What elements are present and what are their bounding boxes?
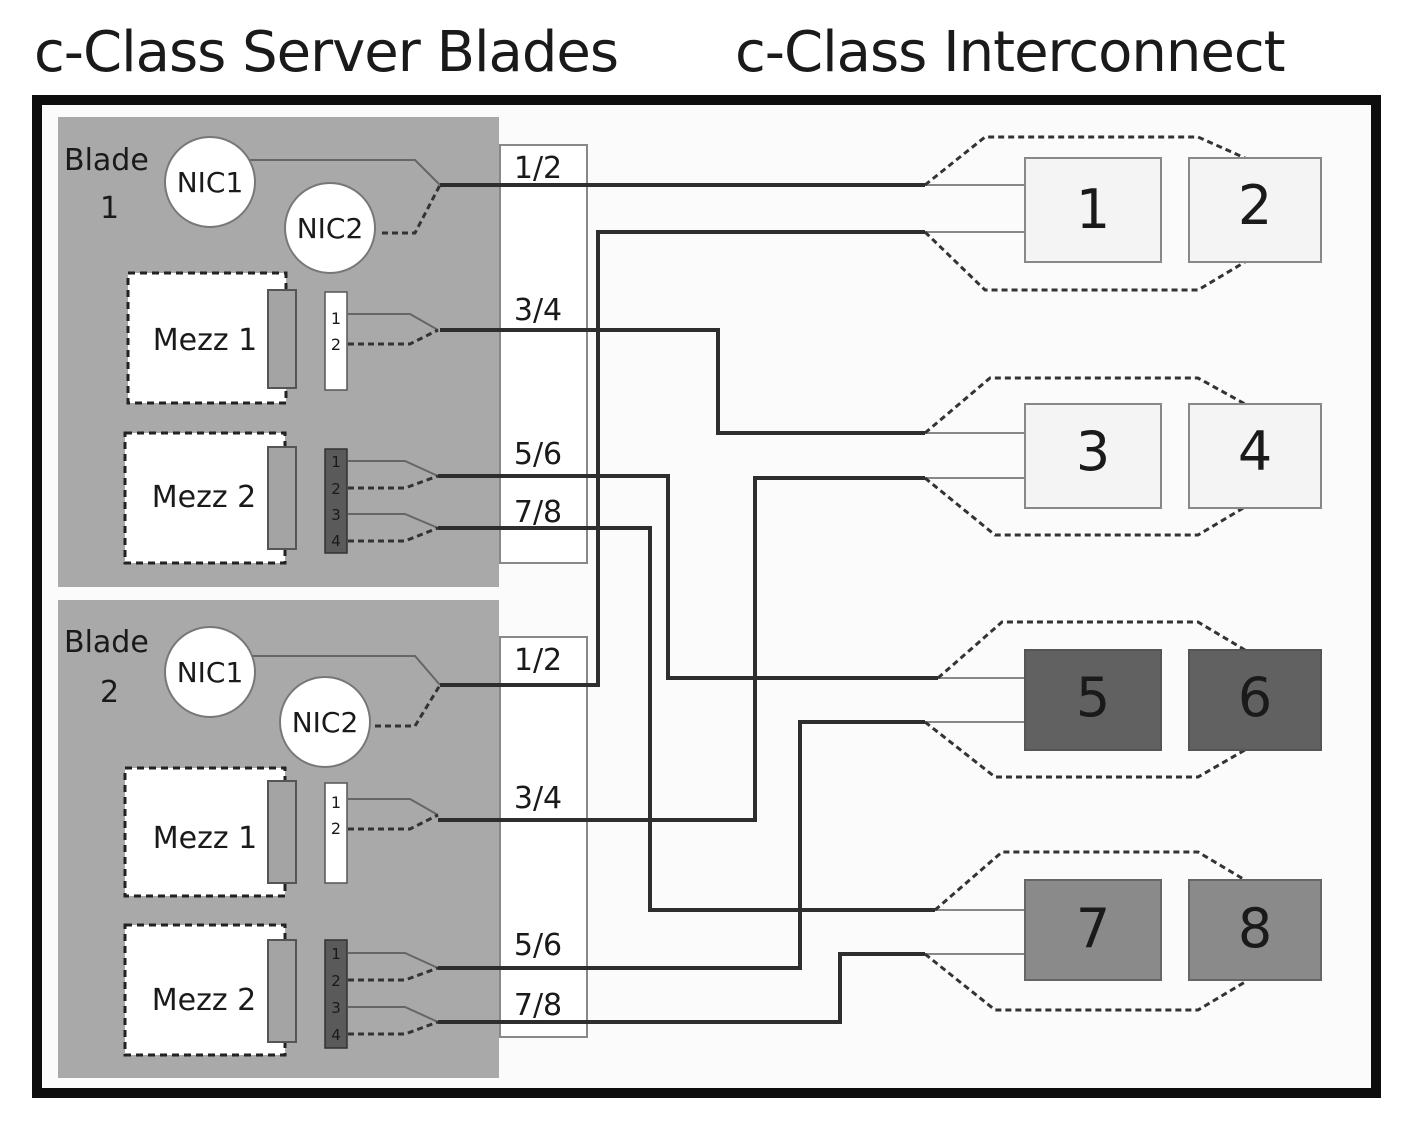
blade-1-number: 1	[100, 191, 119, 226]
wire-b2-nic-bay1	[440, 230, 925, 687]
bay-6-label: 6	[1238, 666, 1272, 729]
blade-2-mezz1	[123, 766, 287, 898]
blade-1-mezz2-label: Mezz 2	[152, 480, 256, 515]
interconnect-bays: 1 2 3 4 5 6 7 8	[1024, 157, 1322, 981]
blade-2-label: Blade	[64, 625, 149, 660]
bay-3-label: 3	[1076, 420, 1110, 483]
bay-8-label: 8	[1238, 897, 1272, 960]
bay-4-label: 4	[1238, 420, 1272, 483]
blade-2-mezz2-port-3: 3	[331, 999, 341, 1017]
bay-7-label: 7	[1076, 897, 1110, 960]
blade-1: Blade 1 NIC1 NIC2 Mezz 1 1 2 Mezz 2 1 2 …	[58, 117, 588, 587]
blade-2-mezz1-connector	[267, 780, 297, 884]
blade-1-mezz1	[126, 271, 288, 405]
blade-2-link-5-6: 5/6	[514, 928, 562, 963]
blade-2-link-3-4: 3/4	[514, 781, 562, 816]
blade-2-nic1	[164, 626, 256, 718]
bay-3	[1024, 403, 1162, 509]
blade-2-mezz2-port-2: 2	[331, 972, 341, 990]
blade-2-mezz2-port-1: 1	[331, 945, 341, 963]
bay-2	[1188, 157, 1322, 263]
blade-1-link-3-4: 3/4	[514, 293, 562, 328]
blade-1-mezz2-port-2: 2	[331, 480, 341, 498]
bay-2-label: 2	[1238, 174, 1272, 237]
blade-1-link-5-6: 5/6	[514, 437, 562, 472]
blade-1-link-1-2: 1/2	[514, 151, 562, 186]
blade-2: Blade 2 NIC1 NIC2 Mezz 1 1 2 Mezz 2 1 2 …	[58, 600, 588, 1078]
blade-2-mezz1-label: Mezz 1	[153, 821, 257, 856]
blade-1-mezz1-connector	[267, 289, 297, 389]
wire-b2-mezz2a-bay5	[438, 720, 925, 970]
blade-2-number: 2	[100, 675, 119, 710]
blade-1-mezz2-port-strip	[324, 448, 348, 554]
blade-2-mezz2	[123, 923, 287, 1057]
blade-1-nic1-label: NIC1	[177, 166, 244, 199]
blade-2-mezz2-connector	[267, 939, 297, 1043]
blade-2-mezz1-port-strip	[324, 782, 348, 884]
wire-b1-mezz1-bay3	[440, 328, 925, 435]
blade-1-mezz1-port-2: 2	[331, 335, 341, 354]
blade-1-mezz1-label: Mezz 1	[153, 323, 257, 358]
blade-1-mezz1-port-strip	[324, 291, 348, 391]
bay-7	[1024, 879, 1162, 981]
blade-1-mezz2-port-1: 1	[331, 453, 341, 471]
blade-1-mezz1-port-1: 1	[331, 309, 341, 328]
blade-1-label: Blade	[64, 143, 149, 178]
blade-2-mezz1-port-1: 1	[331, 793, 341, 812]
bay-4	[1188, 403, 1322, 509]
blade-1-mezz2-connector	[267, 446, 297, 550]
blade-2-mezz2-port-4: 4	[331, 1026, 341, 1044]
blade-2-nic1-label: NIC1	[177, 656, 244, 689]
blade-1-nic1	[164, 136, 256, 228]
wire-b2-mezz2b-bay7	[438, 952, 925, 1024]
bay-8	[1188, 879, 1322, 981]
wire-b2-mezz1-bay3	[438, 476, 925, 822]
blade-2-link-1-2: 1/2	[514, 643, 562, 678]
blade-1-mezz2-port-4: 4	[331, 532, 341, 550]
blade-2-mezz2-label: Mezz 2	[152, 983, 256, 1018]
blade-2-link-7-8: 7/8	[514, 988, 562, 1023]
server-blades-title: c-Class Server Blades	[34, 20, 619, 85]
blade-1-mezz2-port-3: 3	[331, 506, 341, 524]
blade-1-link-7-8: 7/8	[514, 495, 562, 530]
bay-6	[1188, 649, 1322, 751]
blade-1-nic2-label: NIC2	[297, 212, 364, 245]
blade-2-nic2	[279, 676, 371, 768]
wire-b1-mezz2a-bay5	[438, 474, 938, 680]
bay-1	[1024, 157, 1162, 263]
blade-1-mezz2	[123, 431, 287, 565]
blade-2-mezz1-port-2: 2	[331, 819, 341, 838]
blade-1-nic2	[284, 182, 376, 274]
blade-2-nic2-label: NIC2	[292, 706, 359, 739]
interconnect-wires	[438, 183, 938, 1024]
bay-5-label: 5	[1076, 666, 1110, 729]
blade-1-link-panel	[499, 144, 588, 564]
blade-2-link-panel	[499, 636, 588, 1038]
bay-fanouts	[923, 135, 1246, 1012]
bay-1-label: 1	[1076, 178, 1110, 241]
bay-5	[1024, 649, 1162, 751]
wire-b1-mezz2b-bay7	[438, 526, 935, 912]
blade-2-mezz2-port-strip	[324, 939, 348, 1049]
